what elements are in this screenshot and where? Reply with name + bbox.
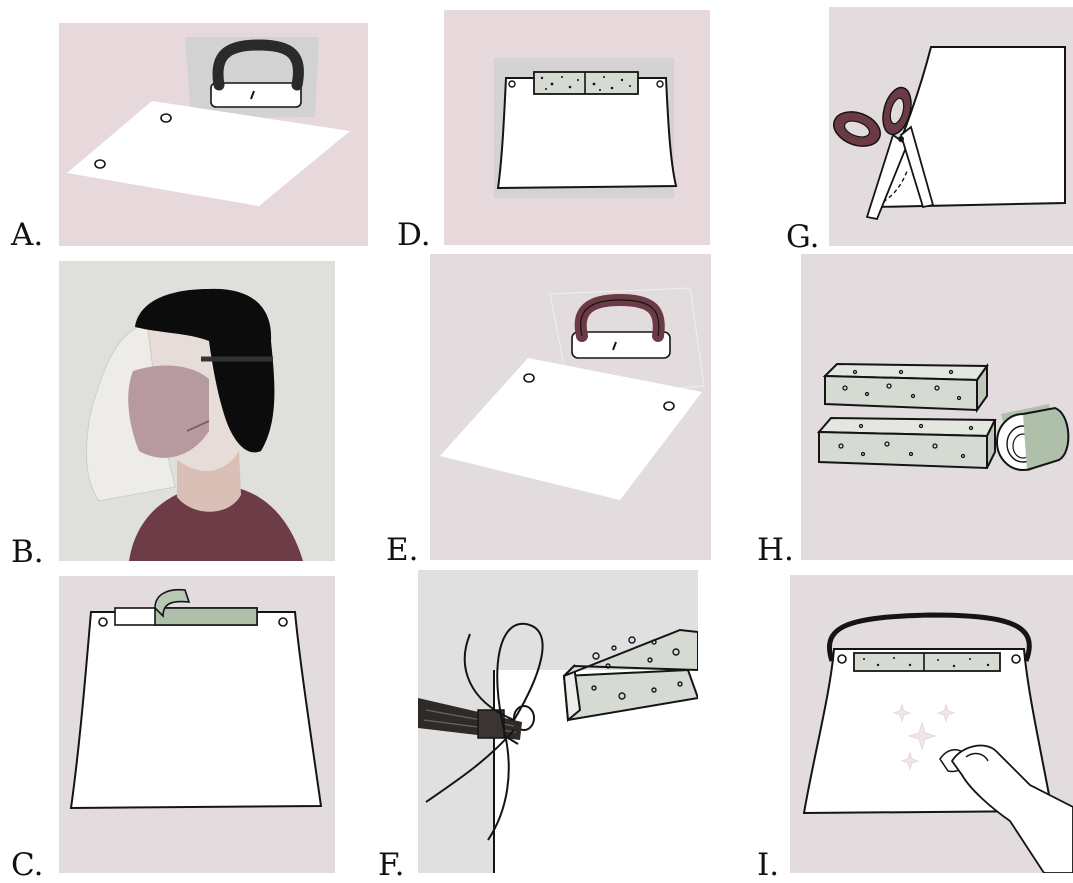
panel-label-f: F. [378,850,405,881]
sponge-and-tape-illustration [801,254,1073,560]
panel-label-e: E. [386,535,418,566]
panel-label-h: H. [757,535,794,566]
panel-i [790,575,1073,873]
tape-on-sheet-illustration [59,576,335,873]
panel-b [59,261,335,561]
panel-label-g: G. [786,222,820,253]
panel-label-c: C. [11,850,43,881]
panel-label-d: D. [397,220,431,251]
face-shield-person-illustration [59,261,335,561]
elastic-through-hole-illustration [418,570,698,873]
sponge-on-sheet-illustration [444,10,710,245]
panel-h [801,254,1073,560]
panel-g [829,7,1073,246]
hole-punch-sheet-illustration [59,23,368,246]
panel-d [444,10,710,245]
panel-f [418,570,698,873]
panel-a [59,23,368,246]
panel-label-b: B. [11,537,44,568]
panel-label-a: A. [11,220,43,251]
panel-e [430,254,711,560]
scissors-cutting-illustration [829,7,1073,246]
hole-punch-maroon-illustration [430,254,711,560]
panel-label-i: I. [757,850,779,881]
panel-c [59,576,335,873]
finished-shield-cleaning-illustration [790,575,1073,873]
